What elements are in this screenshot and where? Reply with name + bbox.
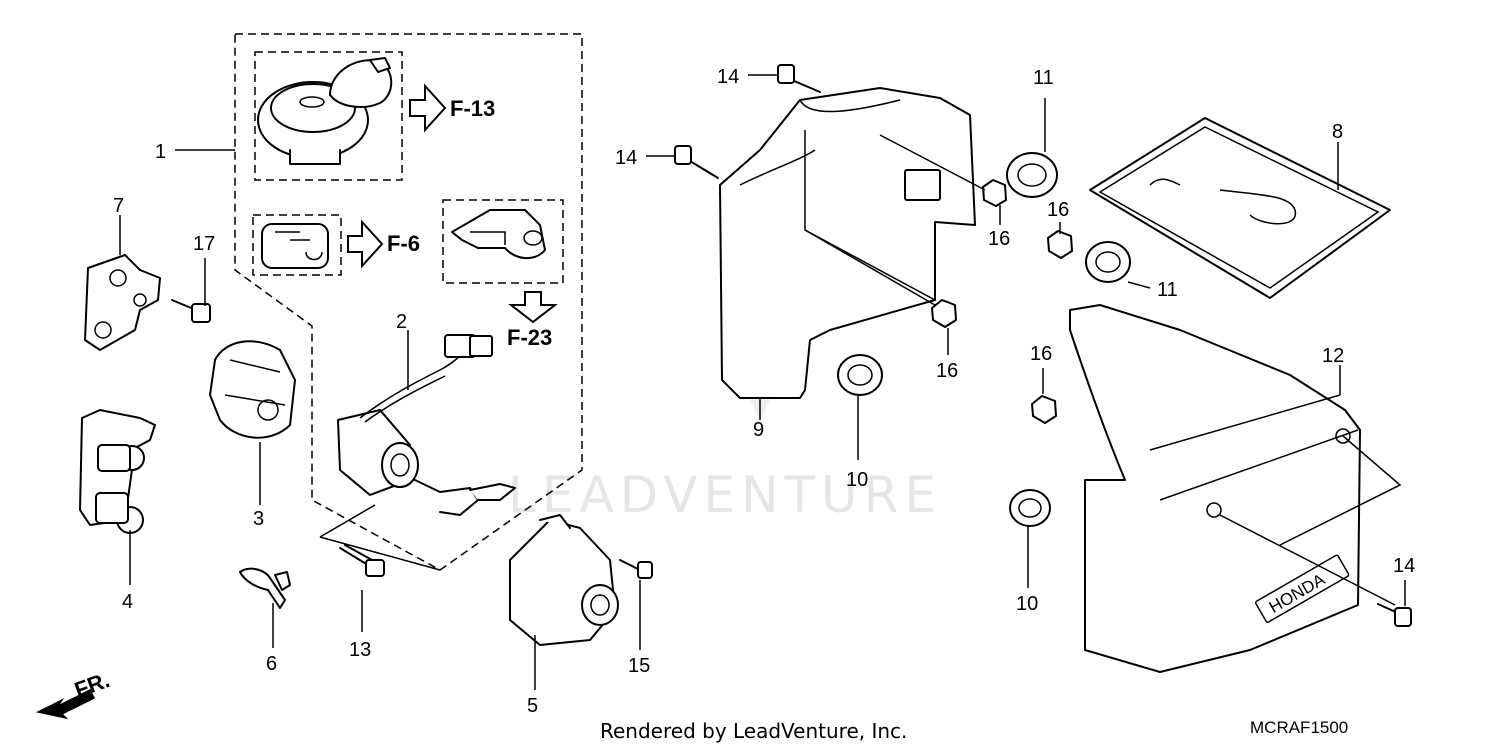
part-8-manual[interactable]: 8	[1089, 117, 1391, 299]
callout-7[interactable]: 7	[113, 195, 124, 217]
front-arrow-icon	[35, 688, 96, 720]
callout-11a[interactable]: 11	[1033, 67, 1054, 89]
fuel-cap-subgroup: F-13	[254, 51, 495, 181]
part-15-screw[interactable]: 15	[619, 559, 653, 677]
part-7-bracket[interactable]: 7	[84, 195, 161, 351]
part-4-bracket[interactable]: 4	[79, 409, 156, 613]
part-14-bolt-right[interactable]: 14	[1377, 555, 1415, 627]
callout-15[interactable]: 15	[628, 655, 650, 677]
part-11-grommet-b[interactable]: 11	[1085, 241, 1178, 301]
callout-3[interactable]: 3	[253, 508, 264, 530]
part-13-bolts[interactable]: 13	[319, 504, 441, 661]
callout-5[interactable]: 5	[527, 695, 538, 717]
ref-f23[interactable]: F-23	[507, 325, 552, 350]
seat-lock-subgroup: F-6	[252, 214, 420, 276]
ref-f13[interactable]: F-13	[450, 96, 495, 121]
part-16-nut-b[interactable]: 16	[804, 229, 958, 382]
assembly-1-outline: 1	[155, 33, 583, 571]
callout-1[interactable]: 1	[155, 141, 166, 163]
latch-subgroup: F-23	[442, 199, 564, 350]
callout-10a[interactable]: 10	[846, 469, 868, 491]
part-16-nut-a[interactable]: 16	[879, 134, 1010, 250]
callout-13[interactable]: 13	[349, 639, 371, 661]
callout-2[interactable]: 2	[396, 311, 407, 333]
part-17-bolt[interactable]: 17	[171, 233, 215, 323]
callout-16a[interactable]: 16	[988, 228, 1010, 250]
rendered-by: Rendered by LeadVenture, Inc.	[600, 719, 907, 743]
part-12-cover[interactable]: HONDA 12	[1069, 304, 1402, 673]
part-14-bolt-left[interactable]: 14	[615, 145, 719, 179]
callout-16b[interactable]: 16	[936, 360, 958, 382]
watermark-text: LEADVENTURE	[508, 466, 942, 524]
part-11-grommet-a[interactable]: 11	[1006, 67, 1058, 198]
part-3-cam[interactable]: 3	[209, 340, 296, 530]
callout-4[interactable]: 4	[122, 591, 133, 613]
callout-14c[interactable]: 14	[1393, 555, 1415, 577]
front-marker: FR.	[35, 667, 113, 720]
part-10-grommet-a[interactable]: 10	[837, 354, 883, 491]
callout-12[interactable]: 12	[1322, 345, 1344, 367]
part-5-lock-cylinder[interactable]: 5	[509, 514, 619, 717]
part-2-ignition-switch[interactable]: 2	[337, 311, 516, 516]
callout-6[interactable]: 6	[266, 653, 277, 675]
callout-16d[interactable]: 16	[1030, 343, 1052, 365]
callout-8[interactable]: 8	[1332, 121, 1343, 143]
callout-14b[interactable]: 14	[615, 147, 637, 169]
callout-17[interactable]: 17	[193, 233, 215, 255]
part-6-key[interactable]: 6	[239, 567, 291, 675]
ref-f6[interactable]: F-6	[387, 231, 420, 256]
callout-10b[interactable]: 10	[1016, 593, 1038, 615]
part-9-inner-box[interactable]: 9	[719, 87, 976, 441]
callout-14a[interactable]: 14	[717, 66, 739, 88]
callout-16c[interactable]: 16	[1047, 199, 1069, 221]
callout-9[interactable]: 9	[753, 419, 764, 441]
part-10-grommet-b[interactable]: 10	[1009, 489, 1051, 615]
diagram-code: MCRAF1500	[1250, 718, 1348, 737]
front-label: FR.	[71, 667, 113, 703]
callout-11b[interactable]: 11	[1157, 279, 1178, 301]
part-16-nut-c[interactable]: 16	[1047, 199, 1073, 259]
part-16-nut-d[interactable]: 16	[1030, 343, 1057, 424]
part-14-bolt-top[interactable]: 14	[717, 64, 821, 93]
